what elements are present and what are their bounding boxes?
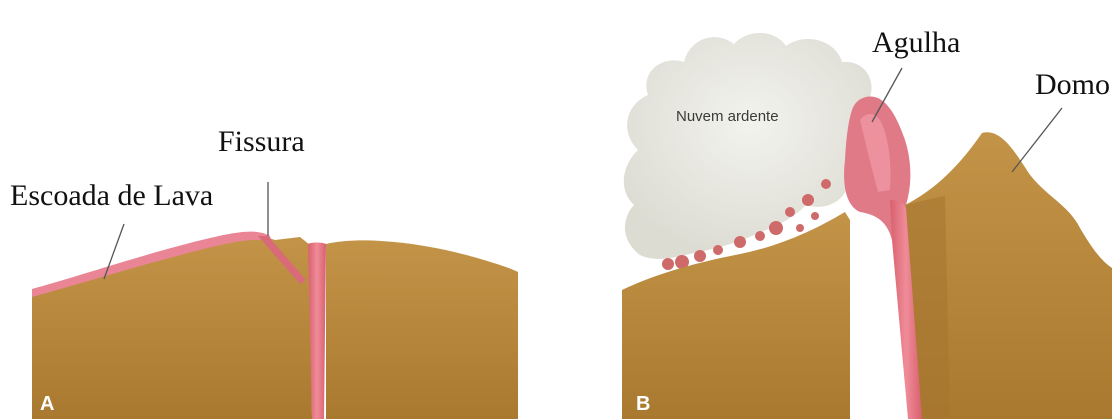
rock-block-right xyxy=(326,240,518,419)
label-dome: Domo xyxy=(1035,68,1110,101)
panel-b: Nuvem ardente Agulha Domo B xyxy=(622,26,1112,419)
label-cloud: Nuvem ardente xyxy=(676,108,779,125)
leader-dome xyxy=(1012,108,1062,172)
label-lava-flow: Escoada de Lava xyxy=(10,179,213,212)
label-fissure: Fissura xyxy=(218,125,305,158)
label-needle: Agulha xyxy=(872,26,960,59)
panel-letter-b: B xyxy=(636,393,650,415)
rock-block-left xyxy=(32,236,312,419)
panel-a: Escoada de Lava Fissura A xyxy=(10,125,518,419)
panel-letter-a: A xyxy=(40,393,54,415)
